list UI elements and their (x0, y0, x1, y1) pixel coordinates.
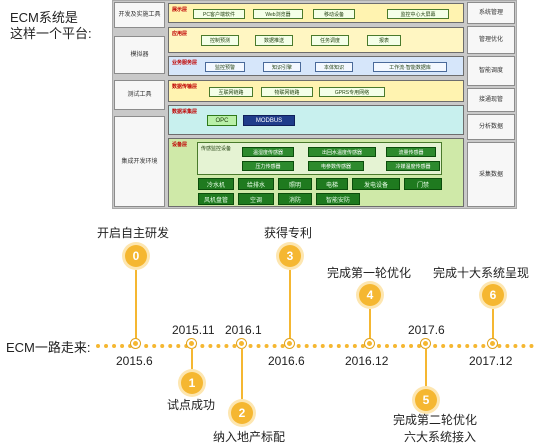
dev-tools-box: 开发及实施工具 (114, 2, 165, 28)
equip-elevator: 电梯 (316, 178, 348, 190)
milestone-1-badge: 1 (181, 372, 203, 394)
milestone-6-event: 完成十大系统呈现 (433, 266, 530, 280)
layer-business-label: 业务服务层 (172, 60, 198, 66)
equip-water: 给排水 (238, 178, 274, 190)
milestone-4-event: 完成第一轮优化 (327, 266, 412, 280)
milestone-3-event: 获得专利 (264, 226, 313, 240)
milestone-3-badge: 3 (279, 245, 301, 267)
chip-pc-client: PC客户端软件 (193, 9, 245, 19)
equip-access: 门禁 (404, 178, 442, 190)
milestone-2-event: 纳入地产标配 (213, 430, 286, 444)
smart-dispatch-box: 智能调度 (467, 56, 515, 86)
milestone-6-date: 2017.12 (469, 354, 513, 368)
timeline-label: ECM一路走来: (6, 340, 91, 355)
milestone-6-dot (488, 339, 497, 348)
layer-device-label: 设备层 (172, 142, 188, 148)
management-column: 系统管理 管理优化 智能调度 接通现管 分析数据 采集数据 (467, 2, 515, 207)
milestone-1-dot (187, 339, 196, 348)
sensor-electric: 电参数传感器 (308, 161, 364, 171)
milestone-2-dot (237, 339, 246, 348)
milestone-5-line (425, 348, 427, 388)
sensor-group-title: 传感监控设备 (201, 146, 232, 152)
intro-text: ECM系统是 这样一个平台: (10, 10, 110, 42)
chip-ontology: 本体知识 (315, 62, 353, 72)
milestone-3-dot (285, 339, 294, 348)
milestone-0-badge: 0 (125, 245, 147, 267)
milestone-4-dot (365, 339, 374, 348)
chip-gprs: GPRS专用网络 (319, 87, 385, 97)
sensor-water-temp: 出回水温度传感器 (308, 147, 376, 157)
milestone-0-line (135, 270, 137, 340)
intro-line-1: ECM系统是 (10, 10, 78, 25)
milestone-3-line (289, 270, 291, 340)
milestone-4-badge: 4 (359, 284, 381, 306)
chip-report: 报表 (367, 35, 401, 46)
milestone-5-date: 2017.6 (408, 323, 445, 337)
milestone-0-dot (131, 339, 140, 348)
chip-monitor-alert: 监控预警 (205, 62, 245, 72)
sensor-flow: 流量传感器 (386, 147, 436, 157)
milestone-5-event-line2: 六大系统接入 (404, 430, 477, 444)
chip-data-push: 数据推送 (255, 35, 293, 46)
system-mgmt-box: 系统管理 (467, 2, 515, 24)
chip-web-browser: Web浏览器 (253, 9, 303, 19)
milestone-4-line (369, 309, 371, 340)
sensor-refrigerant: 冷媒温度传感器 (386, 161, 440, 171)
sensor-group: 传感监控设备 温湿度传感器 出回水温度传感器 流量传感器 压力传感器 电参数传感… (197, 142, 442, 175)
equip-ac: 空调 (238, 193, 274, 205)
equip-generator: 发电设备 (352, 178, 400, 190)
mgmt-optimize-box: 管理优化 (467, 26, 515, 54)
equip-lighting: 照明 (278, 178, 312, 190)
milestone-2-line (241, 348, 243, 400)
layer-collection-label: 数据采集层 (172, 109, 198, 115)
milestone-1-line (191, 348, 193, 370)
chip-control-forecast: 控制预测 (201, 35, 239, 46)
tools-column: 开发及实施工具 模拟器 测试工具 集成开发环境 (114, 2, 165, 207)
sensor-pressure: 压力传感器 (242, 161, 294, 171)
layer-business: 业务服务层 监控预警 知识引擎 本体知识 工作流·智能数据库 (168, 56, 464, 76)
milestone-3-date: 2016.6 (268, 354, 305, 368)
equip-security: 智能安防 (316, 193, 360, 205)
chip-mobile: 移动设备 (313, 9, 355, 19)
milestone-1-date: 2015.11 (172, 323, 215, 337)
layer-collection: 数据采集层 OPC MODBUS (168, 105, 464, 135)
layer-transport-label: 数据传输层 (172, 84, 198, 90)
layer-application-label: 应用层 (172, 31, 188, 37)
sensor-temp-humidity: 温湿度传感器 (242, 147, 294, 157)
layer-transport: 数据传输层 互联网链路 物联网链路 GPRS专用网络 (168, 80, 464, 102)
connect-mgmt-box: 接通现管 (467, 88, 515, 112)
milestone-0-event: 开启自主研发 (97, 226, 170, 240)
milestone-0-date: 2015.6 (116, 354, 153, 368)
milestone-5-badge: 5 (415, 389, 437, 411)
equip-chiller: 冷水机 (198, 178, 234, 190)
milestone-4-date: 2016.12 (345, 354, 389, 368)
milestone-2-date: 2016.1 (225, 323, 262, 337)
timeline-axis (96, 344, 534, 348)
equip-fire: 消防 (278, 193, 312, 205)
intro-line-2: 这样一个平台: (10, 26, 92, 41)
milestone-5-dot (421, 339, 430, 348)
layer-presentation-label: 展示层 (172, 7, 188, 13)
milestone-5-event: 完成第二轮优化 (393, 413, 478, 427)
test-tools-box: 测试工具 (114, 80, 165, 110)
equip-fan-coil: 风机盘管 (198, 193, 234, 205)
chip-internet: 互联网链路 (209, 87, 253, 97)
chip-modbus: MODBUS (243, 115, 295, 126)
chip-opc: OPC (207, 115, 237, 126)
layer-application: 应用层 控制预测 数据推送 任务调度 报表 (168, 27, 464, 53)
simulator-box: 模拟器 (114, 36, 165, 74)
chip-task-dispatch: 任务调度 (311, 35, 349, 46)
milestone-6-line (492, 309, 494, 340)
milestone-1-event: 试点成功 (167, 398, 216, 412)
milestone-2-badge: 2 (231, 402, 253, 424)
layer-presentation: 展示层 PC客户端软件 Web浏览器 移动设备 监控中心大屏幕 (168, 3, 464, 23)
chip-big-screen: 监控中心大屏幕 (387, 9, 449, 19)
chip-workflow-db: 工作流·智能数据库 (373, 62, 447, 72)
chip-iot: 物联网链路 (261, 87, 313, 97)
collect-data-box: 采集数据 (467, 142, 515, 207)
chip-knowledge-engine: 知识引擎 (263, 62, 301, 72)
milestone-6-badge: 6 (482, 284, 504, 306)
ide-box: 集成开发环境 (114, 116, 165, 207)
analyze-data-box: 分析数据 (467, 114, 515, 140)
